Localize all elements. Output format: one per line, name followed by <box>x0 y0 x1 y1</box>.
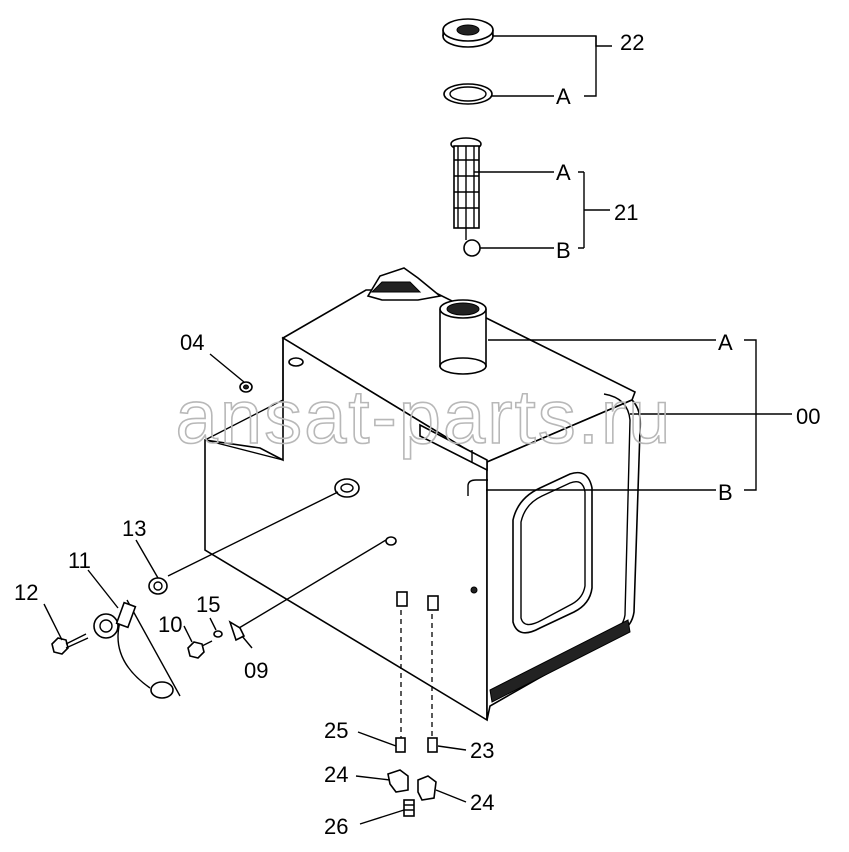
nipple-23 <box>427 737 438 753</box>
label-11: 11 <box>68 548 91 573</box>
label-26: 26 <box>324 814 348 839</box>
strainer-21 <box>450 137 482 257</box>
label-24-right: 24 <box>470 790 494 815</box>
label-25: 25 <box>324 718 348 743</box>
fuel-tank-00 <box>204 267 642 722</box>
fuel-sender-11 <box>93 599 181 699</box>
label-b-mid: B <box>556 238 571 263</box>
label-a-top: A <box>556 84 571 109</box>
label-04: 04 <box>180 330 204 355</box>
plug-26 <box>403 799 415 817</box>
label-00: 00 <box>796 404 820 429</box>
label-23: 23 <box>470 738 494 763</box>
label-24-left: 24 <box>324 762 348 787</box>
label-b-tank: B <box>718 480 733 505</box>
nipple-25 <box>395 737 406 753</box>
label-13: 13 <box>122 516 146 541</box>
o-ring-gasket <box>443 83 493 105</box>
watermark: ansat-parts.ru <box>176 375 673 460</box>
clamp-24-left <box>387 769 409 793</box>
bolt-12 <box>51 633 89 655</box>
bolt-10 <box>187 640 213 659</box>
label-22: 22 <box>620 30 644 55</box>
filler-cap-22 <box>442 18 494 48</box>
label-21: 21 <box>614 200 638 225</box>
label-a-tank: A <box>718 330 733 355</box>
clip-09 <box>228 620 246 642</box>
nut-04 <box>239 381 253 393</box>
washer-15 <box>213 630 223 638</box>
gasket-13 <box>148 577 168 595</box>
label-15: 15 <box>196 592 220 617</box>
label-a-mid: A <box>556 160 571 185</box>
clamp-24-right <box>417 775 437 801</box>
label-10: 10 <box>158 612 182 637</box>
label-09: 09 <box>244 658 268 683</box>
label-12: 12 <box>14 580 38 605</box>
